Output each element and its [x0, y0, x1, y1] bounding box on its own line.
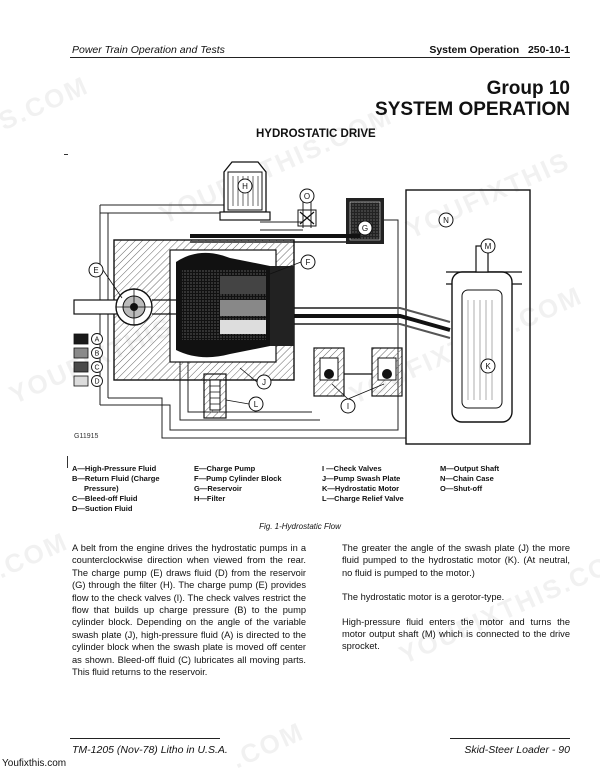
- hydrostatic-flow-diagram: H O G N M E F J L I K A B C D G11915: [73, 161, 531, 445]
- svg-text:L: L: [254, 400, 259, 409]
- legend-item: K—Hydrostatic Motor: [322, 484, 400, 493]
- svg-text:E: E: [93, 266, 98, 275]
- swatch-b: [73, 347, 89, 359]
- legend-item: C—Bleed-off Fluid: [72, 494, 138, 503]
- swatch-key: [73, 333, 89, 387]
- footer-rule: [450, 738, 570, 739]
- legend-item: D—Suction Fluid: [72, 504, 133, 513]
- legend-item: M—Output Shaft: [440, 464, 500, 473]
- figure-caption: Fig. 1-Hydrostatic Flow: [259, 522, 341, 531]
- swatch-label-a: A: [95, 337, 100, 344]
- svg-text:K: K: [485, 362, 491, 371]
- legend-item: G—Reservoir: [194, 484, 242, 493]
- footer-rule: [70, 738, 220, 739]
- figure-code: G11915: [74, 433, 98, 440]
- margin-mark: [64, 154, 68, 155]
- svg-text:J: J: [262, 378, 266, 387]
- svg-text:O: O: [304, 192, 310, 201]
- legend-column-1: A—High-Pressure Fluid B—Return Fluid (Ch…: [72, 464, 160, 514]
- callout-i: I: [340, 398, 356, 414]
- callout-g: G: [357, 220, 373, 236]
- group-number: Group 10: [486, 78, 570, 99]
- svg-text:H: H: [242, 182, 248, 191]
- legend-column-2: E—Charge Pump F—Pump Cylinder Block G—Re…: [194, 464, 282, 504]
- section-title: HYDROSTATIC DRIVE: [256, 128, 376, 140]
- svg-text:G: G: [362, 224, 368, 233]
- swatch-label-d: D: [94, 379, 99, 386]
- swatch-label-b: B: [95, 351, 100, 358]
- legend-item: B—Return Fluid (Charge: [72, 474, 160, 483]
- charge-relief-valve-l: [203, 373, 227, 419]
- svg-text:F: F: [306, 258, 311, 267]
- hydrostatic-motor-k: [446, 245, 522, 423]
- footer-right: Skid-Steer Loader - 90: [464, 744, 570, 756]
- callout-l: L: [248, 396, 264, 412]
- margin-mark: [67, 456, 68, 468]
- legend-item: I —Check Valves: [322, 464, 382, 473]
- footer-left: TM-1205 (Nov-78) Litho in U.S.A.: [72, 744, 228, 756]
- header-rule: [70, 57, 570, 58]
- swatch-d: [73, 375, 89, 387]
- site-link[interactable]: Youfixthis.com: [2, 758, 67, 769]
- callout-n: N: [438, 212, 454, 228]
- legend-column-3: I —Check Valves J—Pump Swash Plate K—Hyd…: [322, 464, 404, 504]
- callout-k: K: [480, 358, 496, 374]
- legend-item: Pressure): [84, 484, 119, 493]
- body-column-right: The greater the angle of the swash plate…: [342, 542, 570, 665]
- body-paragraph: A belt from the engine drives the hydros…: [72, 543, 306, 678]
- svg-text:M: M: [485, 242, 492, 251]
- svg-text:I: I: [347, 402, 349, 411]
- callout-o: O: [299, 188, 315, 204]
- callout-f: F: [300, 254, 316, 270]
- body-paragraph: The hydrostatic motor is a gerotor-type.: [342, 592, 505, 603]
- body-column-left: A belt from the engine drives the hydros…: [72, 542, 306, 690]
- body-paragraph: The greater the angle of the swash plate…: [342, 543, 570, 578]
- running-header-right: System Operation 250-10-1: [429, 44, 570, 56]
- legend-item: O—Shut-off: [440, 484, 483, 493]
- legend-column-4: M—Output Shaft N—Chain Case O—Shut-off: [440, 464, 499, 494]
- page-title: SYSTEM OPERATION: [375, 99, 570, 120]
- callout-j: J: [256, 374, 272, 390]
- legend-item: F—Pump Cylinder Block: [194, 474, 282, 483]
- watermark: S.COM: [0, 69, 94, 137]
- legend-item: A—High-Pressure Fluid: [72, 464, 157, 473]
- callout-e: E: [88, 262, 104, 278]
- swatch-label-c: C: [94, 365, 99, 372]
- legend-item: L—Charge Relief Valve: [322, 494, 404, 503]
- legend-item: E—Charge Pump: [194, 464, 256, 473]
- watermark: .COM: [226, 715, 309, 775]
- body-paragraph: High-pressure fluid enters the motor and…: [342, 616, 570, 652]
- watermark: .COM: [0, 525, 73, 585]
- swatch-c: [73, 361, 89, 373]
- svg-text:N: N: [443, 216, 449, 225]
- callout-h: H: [237, 178, 253, 194]
- running-header-left: Power Train Operation and Tests: [72, 44, 225, 56]
- callout-m: M: [480, 238, 496, 254]
- legend-item: J—Pump Swash Plate: [322, 474, 401, 483]
- charge-pump-e: [73, 288, 176, 326]
- legend-item: H—Filter: [194, 494, 226, 503]
- swatch-a: [73, 333, 89, 345]
- check-valves-i: [313, 347, 403, 397]
- legend-item: N—Chain Case: [440, 474, 494, 483]
- shut-off-o: [297, 209, 317, 227]
